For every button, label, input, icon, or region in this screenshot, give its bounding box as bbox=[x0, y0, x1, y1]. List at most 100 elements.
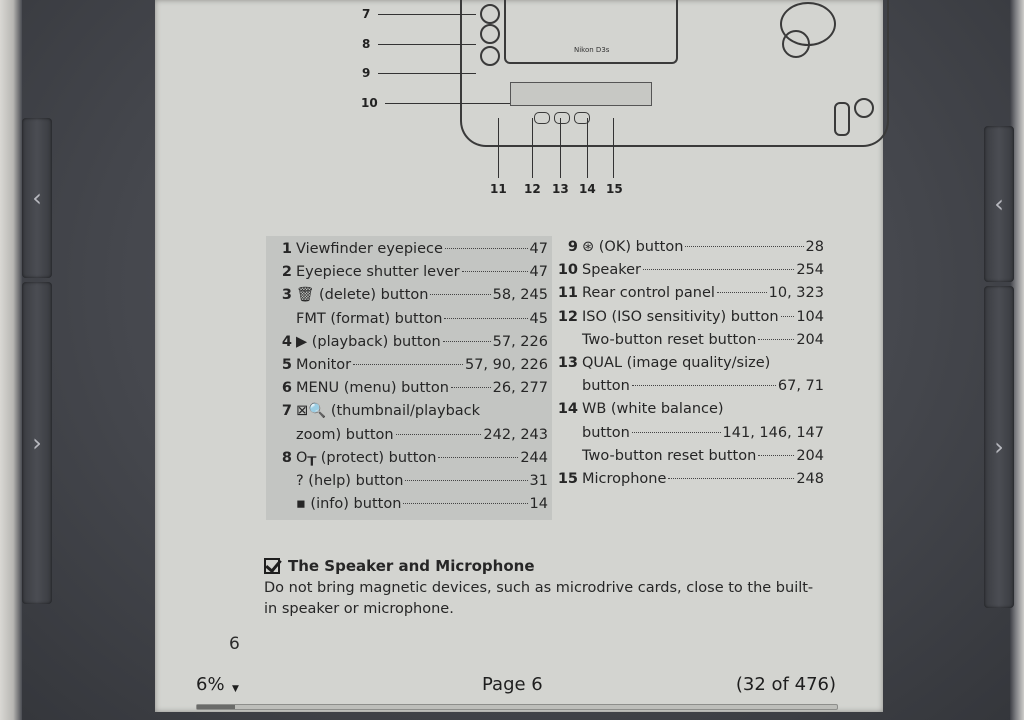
camera-body-outline: Nikon D3s bbox=[460, 0, 889, 147]
rear-control-panel-shape bbox=[510, 82, 652, 106]
legend-text: Eyepiece shutter lever bbox=[296, 264, 460, 281]
dot-leader bbox=[444, 248, 528, 249]
legend-page-ref: 244 bbox=[520, 449, 548, 466]
note-title: The Speaker and Microphone bbox=[288, 557, 535, 575]
leader-line bbox=[378, 44, 476, 45]
dot-leader bbox=[758, 454, 795, 456]
legend-text: Rear control panel bbox=[582, 285, 715, 302]
legend-text: 🗑 (delete) button bbox=[296, 287, 429, 304]
current-page-label: Page 6 bbox=[482, 674, 543, 695]
lock-switch-shape bbox=[834, 102, 850, 136]
legend-number: 2 bbox=[281, 264, 292, 281]
legend-page-ref: 104 bbox=[796, 308, 824, 325]
legend-text: WB (white balance) bbox=[582, 401, 724, 418]
dot-leader bbox=[461, 271, 528, 273]
dot-leader bbox=[430, 294, 491, 296]
leader-line bbox=[378, 14, 476, 15]
leader-line bbox=[498, 118, 499, 178]
dot-leader bbox=[631, 431, 721, 433]
legend-number: 8 bbox=[281, 449, 292, 466]
legend-number: 15 bbox=[557, 470, 578, 487]
legend-text: FMT (format) button bbox=[296, 310, 443, 327]
legend-text: ⊠🔍 (thumbnail/playback bbox=[296, 403, 481, 420]
right-next-page-button[interactable]: › bbox=[984, 286, 1014, 608]
legend-number: 6 bbox=[281, 380, 292, 397]
legend-page-ref: 248 bbox=[796, 470, 824, 487]
dot-leader bbox=[442, 340, 491, 342]
leader-line bbox=[532, 118, 533, 178]
left-next-page-button[interactable]: › bbox=[22, 282, 52, 604]
printed-page-number: 6 bbox=[229, 634, 240, 654]
legend-page-ref: 254 bbox=[796, 262, 824, 279]
monitor-brand-label: Nikon D3s bbox=[574, 46, 610, 54]
note-heading: The Speaker and Microphone bbox=[264, 555, 824, 577]
legend-text: ISO (ISO sensitivity) button bbox=[582, 308, 779, 325]
legend-number: 9 bbox=[567, 239, 578, 255]
dot-leader bbox=[405, 479, 528, 481]
legend-page-ref: 47 bbox=[529, 241, 548, 257]
camera-monitor-outline: Nikon D3s bbox=[504, 0, 678, 64]
legend-page-ref: 26, 277 bbox=[492, 380, 548, 397]
legend-number: 12 bbox=[557, 308, 578, 325]
legend-text: Microphone bbox=[582, 470, 667, 487]
legend-page-ref: 14 bbox=[529, 496, 548, 513]
dot-leader bbox=[780, 315, 795, 317]
legend-page-ref: 57, 90, 226 bbox=[464, 356, 548, 373]
dot-leader bbox=[668, 477, 795, 479]
callout-9: 9 bbox=[362, 66, 371, 80]
reading-progress-bar[interactable] bbox=[196, 704, 838, 710]
legend-number: 3 bbox=[281, 287, 292, 304]
dot-leader bbox=[758, 338, 795, 340]
legend-text: Viewfinder eyepiece bbox=[296, 241, 443, 257]
callout-7: 7 bbox=[362, 7, 371, 21]
legend-text: ▪ (info) button bbox=[296, 496, 402, 513]
left-prev-page-button[interactable]: ‹ bbox=[22, 118, 52, 278]
reader-status-bar: 6% ▼ Page 6 (32 of 476) bbox=[196, 674, 836, 700]
leader-line bbox=[385, 103, 510, 104]
reading-progress-fill bbox=[197, 705, 236, 709]
dot-leader bbox=[716, 292, 767, 294]
legend-text: ⊛ (OK) button bbox=[582, 239, 684, 255]
callout-13: 13 bbox=[552, 182, 569, 196]
legend-text: zoom) button bbox=[296, 426, 394, 443]
checkmark-icon bbox=[264, 558, 280, 574]
right-prev-page-button[interactable]: ‹ bbox=[984, 126, 1014, 282]
legend-page-ref: 67, 71 bbox=[777, 378, 824, 395]
legend-page-ref: 10, 323 bbox=[768, 285, 824, 302]
reading-percent[interactable]: 6% bbox=[196, 674, 225, 695]
legend-text: O┰ (protect) button bbox=[296, 449, 437, 466]
leader-line bbox=[378, 73, 476, 74]
legend-text: button bbox=[582, 378, 630, 395]
legend-number: 11 bbox=[557, 285, 578, 302]
dot-leader bbox=[685, 246, 804, 247]
leader-line bbox=[613, 118, 614, 178]
callout-14: 14 bbox=[579, 182, 596, 196]
legend-number: 4 bbox=[281, 333, 292, 350]
caret-down-icon: ▼ bbox=[232, 684, 239, 694]
dot-leader bbox=[631, 385, 776, 387]
leader-line bbox=[560, 118, 561, 178]
dot-leader bbox=[353, 363, 463, 365]
note-box: The Speaker and Microphone Do not bring … bbox=[264, 555, 824, 620]
chevron-right-icon: › bbox=[32, 429, 42, 457]
info-button-shape bbox=[480, 46, 500, 66]
callout-15: 15 bbox=[606, 182, 623, 196]
dot-leader bbox=[403, 503, 528, 505]
